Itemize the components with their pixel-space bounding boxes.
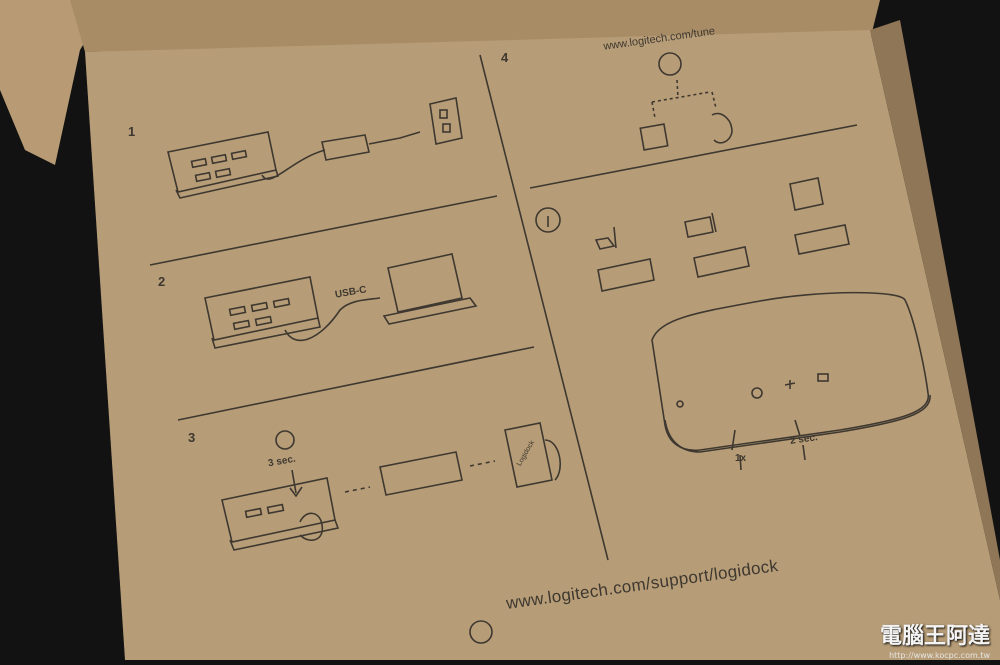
divider-1-2 bbox=[149, 195, 498, 266]
watermark-logo: 電腦王阿達 bbox=[879, 624, 990, 649]
speaker-illustration bbox=[651, 291, 931, 471]
vertical-divider bbox=[479, 54, 609, 561]
step-2-number: 2 bbox=[158, 274, 166, 289]
step3-illustration bbox=[221, 422, 561, 551]
step-1-number: 1 bbox=[128, 124, 136, 139]
watermark-site: http://www.kocpc.com.tw bbox=[889, 651, 990, 660]
step4-illustration bbox=[639, 52, 733, 151]
step2-illustration bbox=[204, 253, 478, 349]
step-3-number: 3 bbox=[188, 430, 196, 445]
help-circle bbox=[469, 620, 493, 644]
divider-4-info bbox=[529, 124, 858, 189]
box-edge bbox=[870, 20, 1000, 600]
divider-2-3 bbox=[177, 346, 535, 421]
step-4-number: 4 bbox=[501, 50, 509, 65]
cardboard-panel bbox=[85, 30, 1000, 660]
press-once-label: 1x bbox=[735, 453, 747, 464]
step1-illustration bbox=[167, 97, 463, 199]
info-illustrations bbox=[535, 177, 850, 292]
